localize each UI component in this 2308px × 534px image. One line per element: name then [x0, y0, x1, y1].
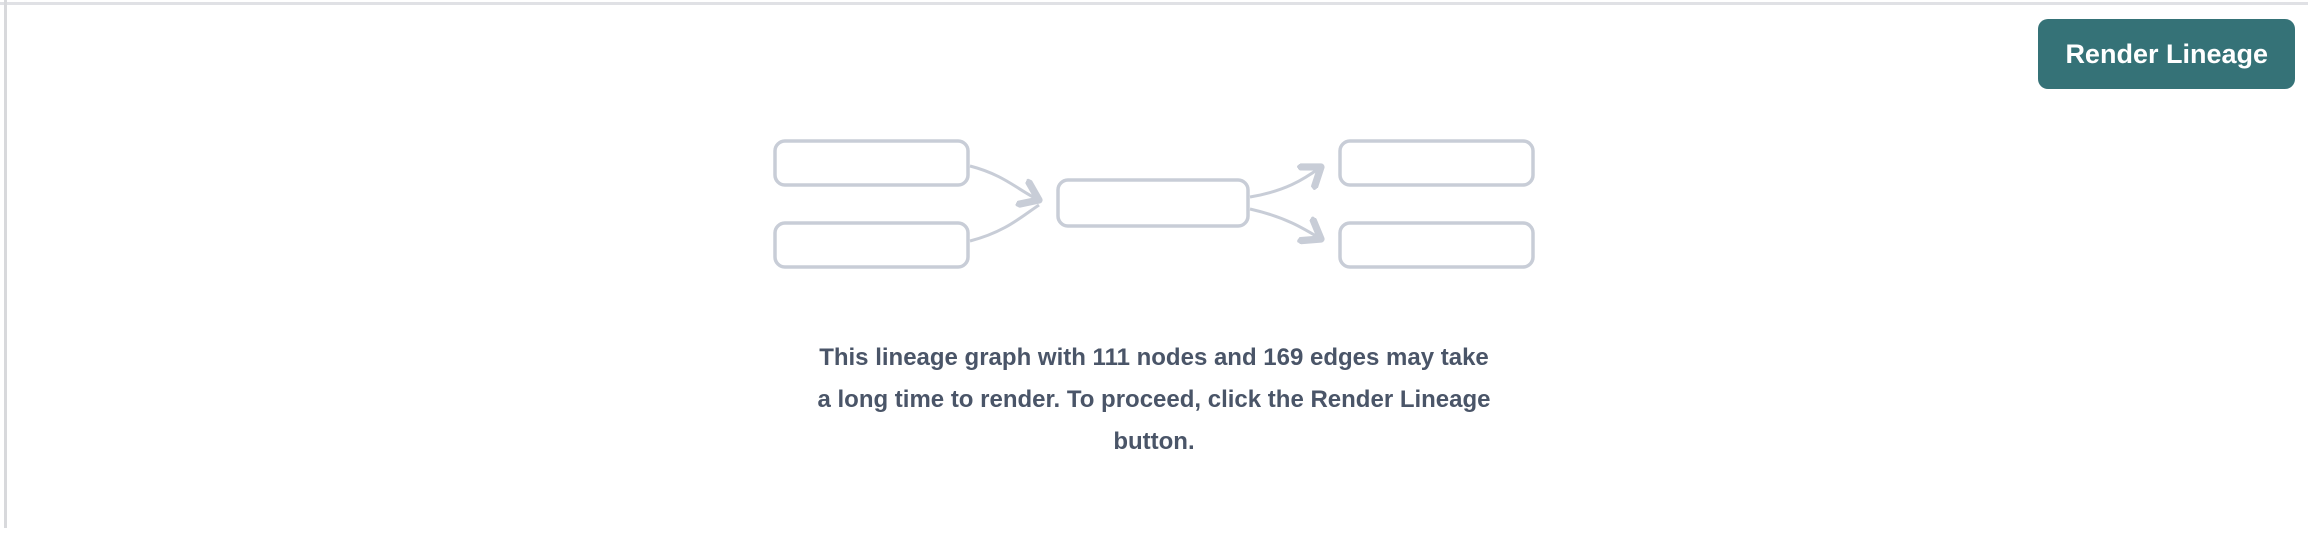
pane-top-border — [0, 2, 2308, 5]
graph-edge-downstream-top — [1249, 167, 1321, 199]
graph-node-box-upstream-bottom — [773, 221, 970, 269]
lineage-preview-illustration — [773, 139, 1535, 269]
render-warning-message: This lineage graph with 111 nodes and 16… — [817, 337, 1490, 463]
graph-edge-upstream-bottom — [969, 203, 1040, 243]
graph-edge-upstream-top — [969, 164, 1039, 200]
graph-node-box-center — [1056, 178, 1250, 228]
graph-node-box-downstream-top — [1338, 139, 1535, 187]
render-warning-line-3: button. — [1113, 428, 1195, 455]
graph-node-box-upstream-top — [773, 139, 970, 187]
render-warning-line-2: a long time to render. To proceed, click… — [817, 386, 1491, 413]
pane-left-border — [4, 0, 7, 528]
render-warning-line-1: This lineage graph with 111 nodes and 16… — [819, 344, 1489, 371]
graph-node-box-downstream-bottom — [1338, 221, 1535, 269]
render-lineage-button[interactable]: Render Lineage — [2038, 19, 2295, 89]
lineage-empty-state: This lineage graph with 111 nodes and 16… — [773, 139, 1535, 463]
graph-edge-downstream-bottom — [1249, 207, 1321, 239]
